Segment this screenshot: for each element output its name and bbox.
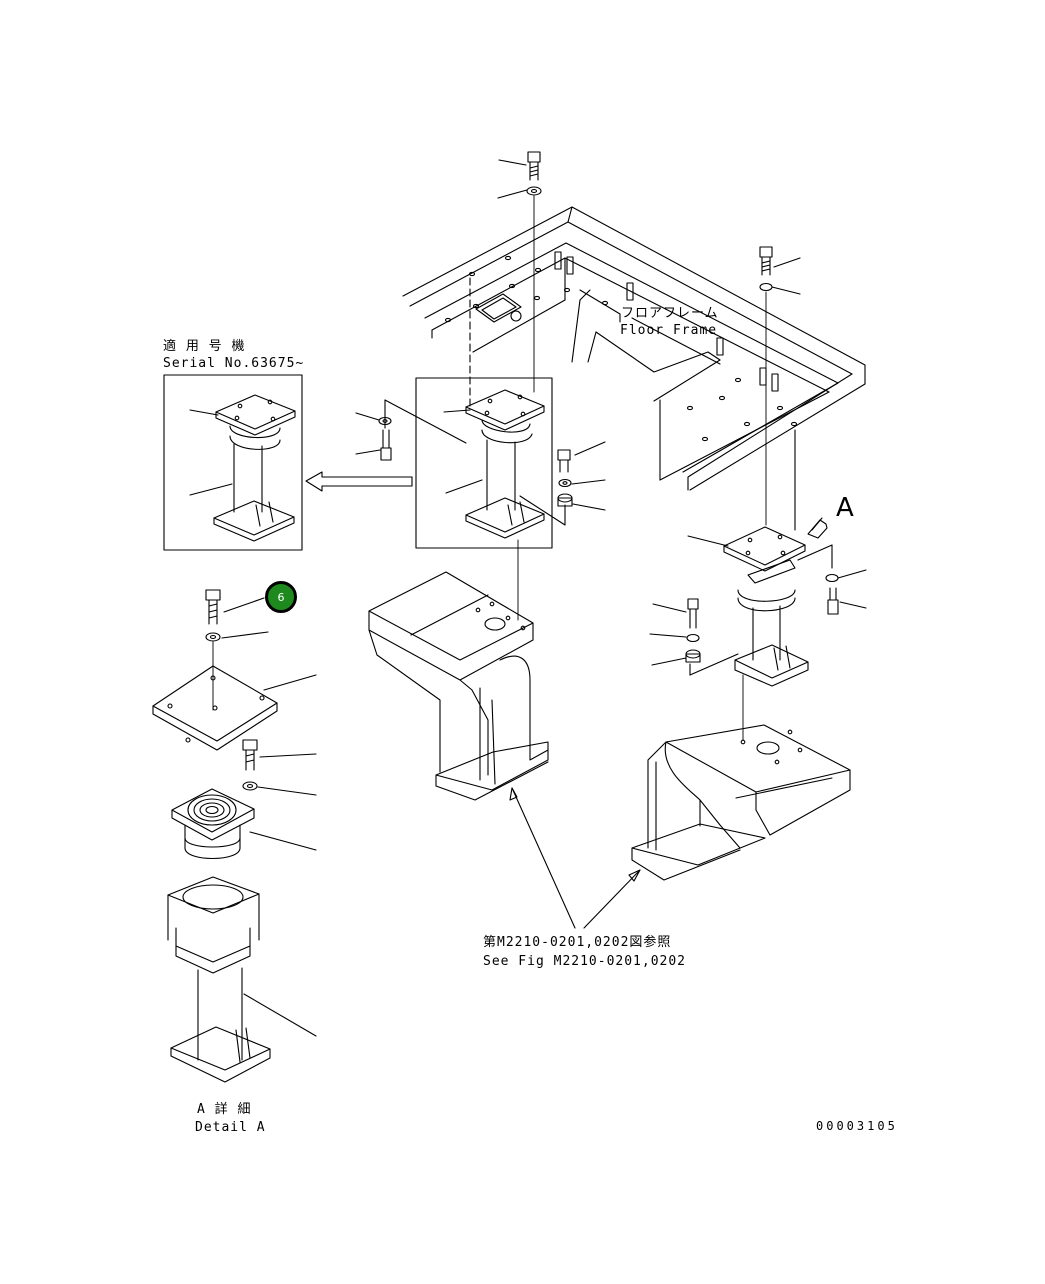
left-exploded-stack — [152, 589, 317, 1083]
center-mount-box — [415, 377, 553, 621]
serial-box — [163, 374, 303, 551]
center-support-bracket — [368, 571, 549, 801]
center-right-fasteners — [519, 441, 606, 526]
floor-frame — [402, 206, 866, 491]
see-fig-leaders — [509, 787, 641, 929]
see-fig-label-jp: 第M2210-0201,0202図参照 — [483, 935, 672, 950]
view-a-letter: A — [836, 493, 854, 523]
serial-label-jp: 適 用 号 機 — [163, 339, 246, 354]
right-bolt-set — [759, 246, 801, 531]
right-support-bracket — [631, 724, 851, 881]
floor-frame-label-en: Floor Frame — [620, 323, 718, 338]
drawing-number: 00003105 — [816, 1119, 898, 1133]
floor-frame-label-jp: フロアフレーム — [621, 306, 719, 321]
see-fig-label-en: See Fig M2210-0201,0202 — [483, 954, 687, 969]
detail-label-en: Detail A — [195, 1120, 266, 1135]
center-left-fasteners — [355, 399, 467, 461]
detail-label-jp: A 詳 細 — [197, 1102, 252, 1117]
reference-arrow — [305, 471, 413, 492]
center-bolt-set — [469, 151, 542, 409]
right-mount — [649, 517, 867, 741]
serial-label-en: Serial No.63675~ — [163, 356, 305, 371]
part-callout-6[interactable]: 6 — [265, 581, 297, 613]
